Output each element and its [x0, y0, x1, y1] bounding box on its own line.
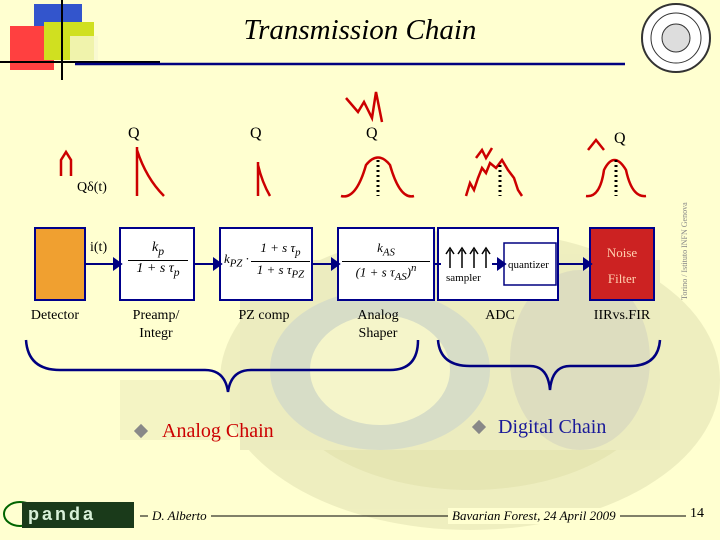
logo-text: panda	[28, 504, 97, 524]
sampler-arrows	[445, 246, 491, 268]
shaper-label-line1: Analog	[357, 308, 399, 323]
pz-num: 1 + s τ	[260, 240, 296, 255]
preamp-label: Preamp/ Integr	[116, 307, 196, 343]
digital-chain-label: Digital Chain	[498, 416, 607, 438]
shaper-block	[337, 227, 435, 301]
quantizer-block	[503, 242, 557, 286]
noise-filter-label: Noise Filter	[590, 240, 654, 292]
pz-transfer-function: kPZ · 1 + s τp 1 + s τPZ	[224, 240, 310, 280]
university-seal	[641, 3, 711, 73]
noise-filter-line2: Filter	[607, 271, 637, 286]
panda-logo	[3, 501, 134, 528]
pz-label: PZ comp	[238, 308, 290, 323]
pz-block	[219, 227, 313, 301]
preamp-label-line1: Preamp/	[132, 308, 180, 323]
pz-prefix-sub: PZ	[229, 257, 243, 270]
shaper-label-line2: Shaper	[358, 326, 398, 341]
iir-fir-label: IIRvs.FIR	[593, 308, 651, 323]
flow-arrows	[85, 257, 593, 271]
shaper-den-close: )	[406, 263, 412, 279]
shaper-num: k	[377, 240, 383, 255]
q-label-pz: Q	[250, 125, 262, 142]
preamp-num: k	[151, 240, 159, 255]
q-label-filter: Q	[614, 130, 626, 147]
shaper-transfer-function: kAS (1 + s τAS)n	[342, 240, 430, 283]
pz-den: 1 + s τ	[256, 261, 292, 277]
pz-den-sub: PZ	[291, 268, 305, 281]
shaper-den: (1 + s τ	[355, 263, 395, 279]
page-number: 14	[686, 506, 708, 522]
current-label: i(t)	[90, 240, 108, 255]
group-braces	[24, 339, 662, 393]
q-label-preamp: Q	[128, 125, 140, 142]
pz-prefix: k	[224, 250, 230, 266]
preamp-transfer-function: kp 1 + s τp	[128, 240, 188, 279]
signal-shapes	[59, 91, 647, 198]
footer-author: D. Alberto	[148, 508, 211, 524]
preamp-den: 1 + s τ	[136, 260, 174, 276]
preamp-den-sub: p	[173, 265, 180, 279]
bullets	[133, 419, 487, 439]
footer-event: Bavarian Forest, 24 April 2009	[448, 508, 620, 524]
preamp-label-line2: Integr	[139, 326, 173, 341]
side-note: Torino / Istituto INFN Genova	[680, 202, 689, 300]
shaper-label: Analog Shaper	[340, 307, 416, 343]
shaper-num-sub: AS	[382, 246, 395, 259]
shaper-den-sub: AS	[394, 270, 407, 283]
noise-filter-block	[589, 227, 655, 301]
qdelta-label: Qδ(t)	[77, 180, 107, 195]
noise-filter-line1: Noise	[606, 245, 638, 260]
q-label-shaper: Q	[366, 125, 378, 142]
shaper-den-exp: n	[411, 261, 417, 274]
pz-num-sub: p	[295, 246, 301, 259]
sampler-label: sampler	[446, 272, 481, 284]
sample-markers	[376, 160, 618, 196]
detector-block	[34, 227, 86, 301]
quantizer-label: quantizer	[508, 259, 549, 271]
analog-chain-label: Analog Chain	[162, 420, 274, 442]
adc-label: ADC	[485, 308, 515, 323]
preamp-num-sub: p	[158, 244, 165, 258]
slide-title: Transmission Chain	[243, 14, 477, 46]
corner-decoration	[0, 0, 160, 80]
detector-label: Detector	[30, 308, 80, 323]
